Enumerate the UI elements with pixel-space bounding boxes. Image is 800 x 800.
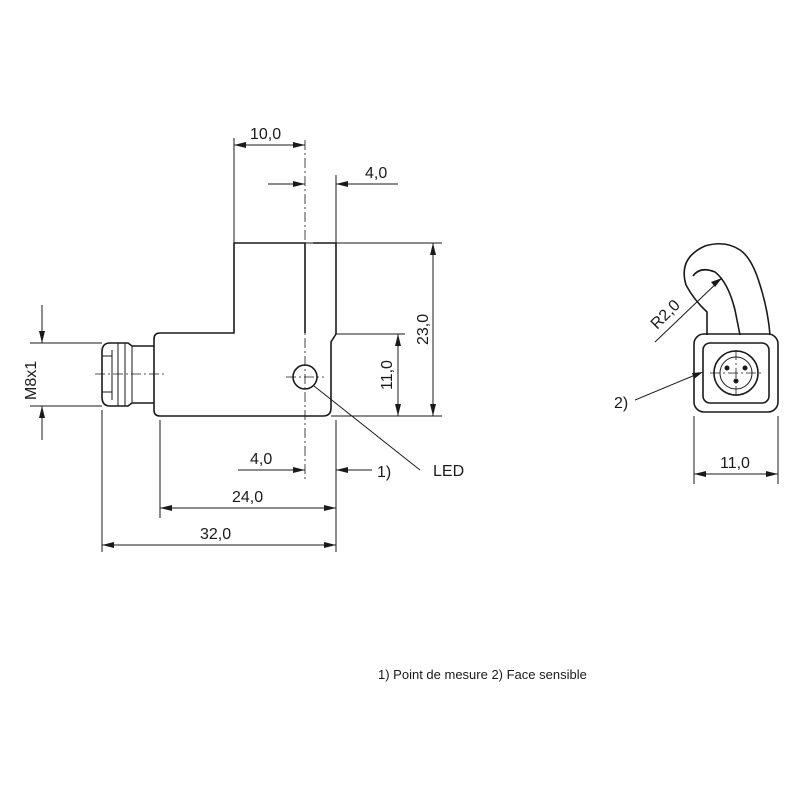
dim-radius: R2,0 (648, 297, 684, 333)
dim-width-side: 11,0 (720, 455, 750, 472)
housing-outline (153, 242, 337, 417)
connector-pin (742, 365, 748, 371)
dim-length-total: 32,0 (200, 526, 231, 543)
dim-offset-bottom: 4,0 (250, 451, 272, 468)
dim-length-body: 24,0 (232, 489, 263, 506)
dimension-lines (30, 138, 442, 552)
sensing-leader (634, 372, 701, 401)
dim-offset-top: 4,0 (365, 165, 387, 182)
dim-height-body: 11,0 (379, 360, 396, 390)
dim-height-total: 23,0 (415, 314, 432, 345)
callout-sensing-ref: 2) (614, 395, 628, 412)
led-leader-line (313, 385, 421, 471)
callout-measure-ref: 1) (377, 464, 391, 481)
connector-outline (101, 342, 154, 407)
callout-led: LED (433, 463, 464, 480)
sensor-front-view (95, 140, 337, 480)
sensor-side-view (634, 242, 779, 484)
connector-pin (724, 365, 730, 371)
side-housing-inner (702, 342, 770, 404)
radius-leader (654, 277, 723, 343)
dim-thread: M8x1 (23, 361, 40, 400)
cable-hook-inner (692, 268, 741, 336)
dim-width-top: 10,0 (250, 126, 281, 143)
cable-hook-outline (683, 242, 771, 336)
footnote: 1) Point de mesure 2) Face sensible (378, 667, 587, 682)
